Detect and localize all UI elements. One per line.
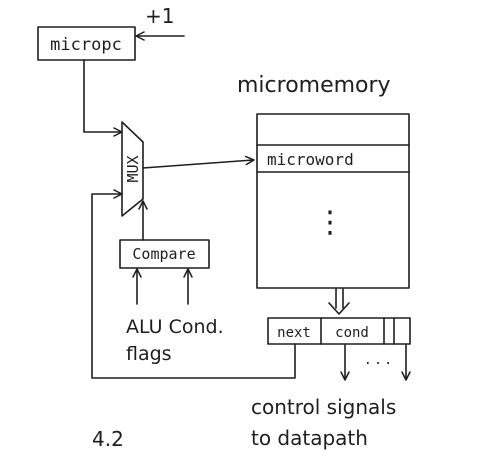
alu-flags-line2: flags [126,343,172,365]
alu-flags-line1: ALU Cond. [126,316,224,338]
control-signals-label: control signals to datapath [251,395,396,450]
micromemory-output-arrow [328,288,350,315]
compare-label: Compare [132,245,195,263]
figure-number: 4.2 [92,427,124,451]
micromemory-ellipsis: ⋮ [315,205,345,240]
mux-label: MUX [124,155,142,182]
cond-field-label: cond [335,325,369,341]
micromemory-title: micromemory [237,73,391,98]
micropc-register: micropc [37,26,136,61]
compare-block: Compare [119,239,210,269]
increment-input: +1 [135,4,185,41]
next-field-label: next [277,325,311,341]
microinstruction-box [267,317,411,345]
micromemory-box [256,113,410,289]
micromemory: micromemory microword ⋮ [237,73,410,289]
control-line1: control signals [251,395,396,419]
compare-box [119,239,210,269]
microword-label: microword [267,150,354,169]
output-ellipsis: . . . [365,349,390,368]
micropc-to-mux-arrow [83,59,123,137]
increment-label: +1 [145,4,174,28]
mux-to-micromemory-arrow [142,155,255,169]
alu-flags-label-group: ALU Cond. flags [126,316,224,365]
mux-shape [121,121,144,217]
microinstruction-register: next cond [267,317,411,345]
control-line2: to datapath [251,426,368,450]
next-feedback-arrow [91,189,296,379]
micropc-box [37,26,136,61]
micropc-label: micropc [50,35,122,55]
mux: MUX [121,121,144,217]
